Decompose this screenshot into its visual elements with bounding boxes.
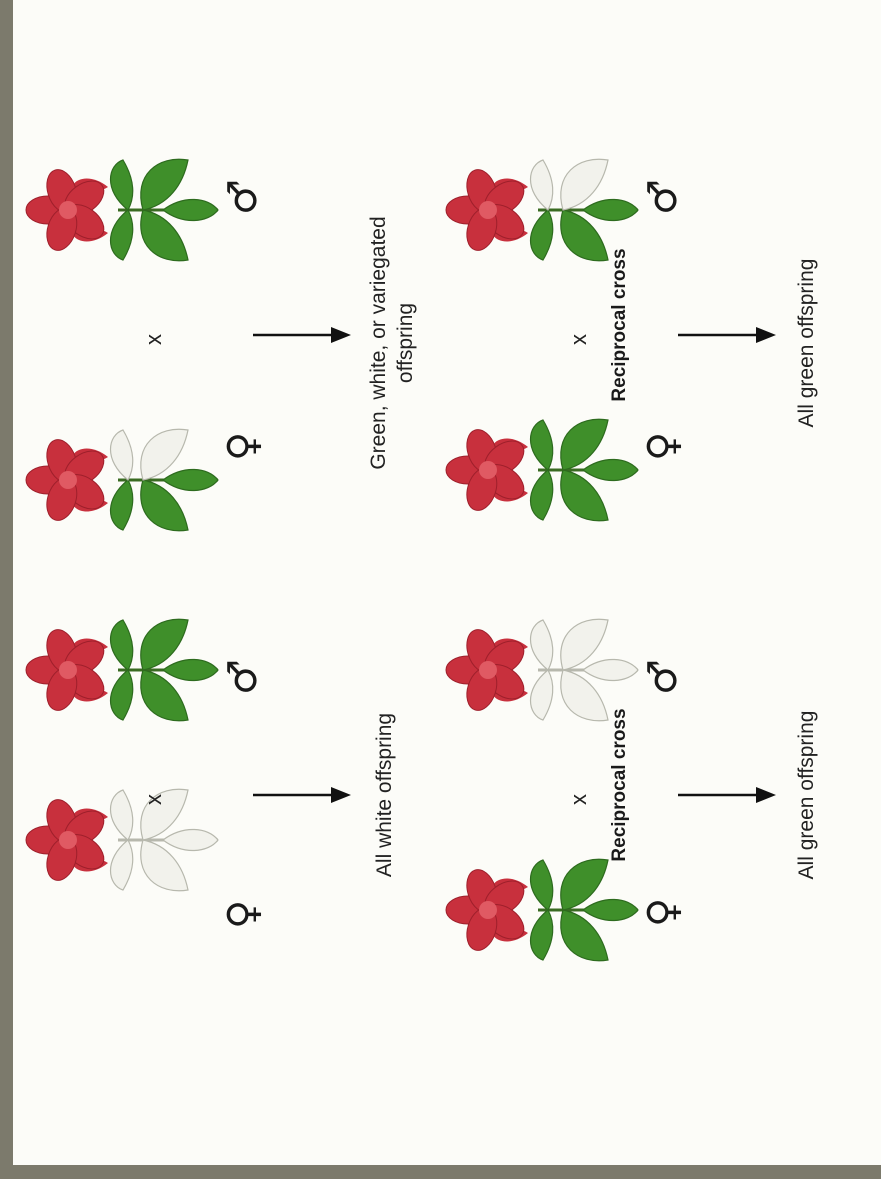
rotated-figure: ♀ x ♂ All white offspring ♀ x ♂ Green, w…: [13, 0, 881, 1165]
cross-symbol: x: [568, 794, 590, 805]
male-symbol: ♂: [643, 179, 683, 215]
female-symbol: ♀: [643, 898, 683, 927]
result-label: All green offspring: [793, 655, 820, 935]
male-symbol: ♂: [223, 659, 263, 695]
plant-white-female: [23, 765, 223, 915]
arrow: [678, 785, 778, 805]
result-label: Green, white, or variegated offspring: [365, 203, 420, 483]
arrow: [253, 325, 353, 345]
plant-variegated-male: [443, 135, 643, 285]
result-label: All white offspring: [371, 655, 398, 935]
female-symbol: ♀: [643, 432, 683, 461]
cross-symbol: x: [568, 334, 590, 345]
arrow: [253, 785, 353, 805]
female-symbol: ♀: [223, 900, 263, 929]
plant-variegated-female: [23, 405, 223, 555]
plant-green-male: [23, 595, 223, 745]
arrow: [678, 325, 778, 345]
cross-symbol: x: [143, 334, 165, 345]
cross-symbol: x: [143, 794, 165, 805]
female-symbol: ♀: [223, 432, 263, 461]
plant-green-female: [443, 395, 643, 545]
figure-stage: ♀ x ♂ All white offspring ♀ x ♂ Green, w…: [13, 0, 881, 1165]
plant-white-male: [443, 595, 643, 745]
male-symbol: ♂: [223, 179, 263, 215]
male-symbol: ♂: [643, 659, 683, 695]
result-label: All green offspring: [793, 203, 820, 483]
plant-green-male: [23, 135, 223, 285]
